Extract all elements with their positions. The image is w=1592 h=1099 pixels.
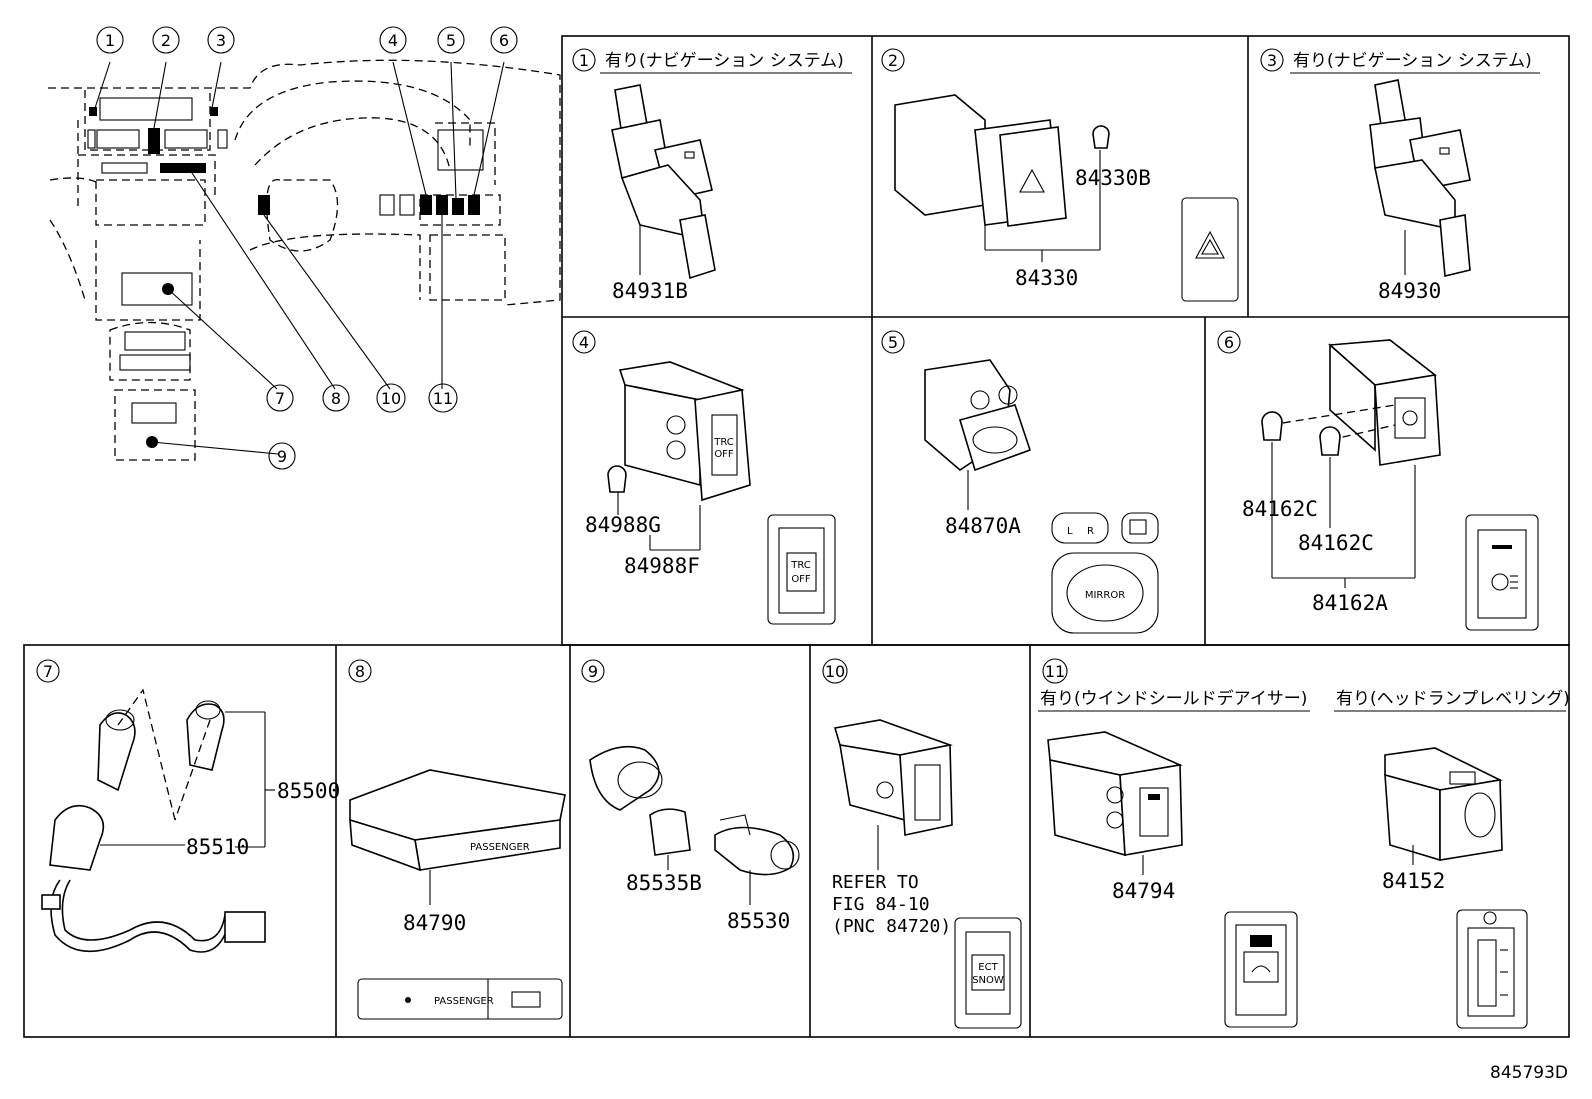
label-text: TRC — [713, 437, 734, 448]
callout-9[interactable]: 9 — [268, 442, 296, 470]
part-number: 85535B — [626, 871, 702, 895]
label-text: MIRROR — [1085, 590, 1125, 601]
panel-number: 4 — [579, 333, 589, 352]
label-text: 1 — [105, 31, 115, 50]
deicer-switch-illustration — [1047, 731, 1183, 857]
refer-note: (PNC 84720) — [832, 916, 951, 937]
panel-number: 11 — [1045, 662, 1065, 681]
callout-5[interactable]: 5 — [437, 26, 465, 54]
label-text: 3 — [216, 31, 226, 50]
part-number: 84790 — [403, 911, 466, 935]
refer-note: FIG 84-10 — [832, 894, 930, 915]
mirror-switch-illustration — [924, 359, 1032, 472]
panel-number: 7 — [43, 662, 53, 681]
part-number: 85530 — [727, 909, 790, 933]
callout-6[interactable]: 6 — [490, 26, 518, 54]
panel-7: 7 85500 85510 — [36, 659, 340, 953]
callout-4[interactable]: 4 — [379, 26, 407, 54]
hazard-switch-illustration — [894, 94, 1110, 227]
label-text: ECT — [978, 962, 998, 973]
label-text: OFF — [791, 574, 811, 585]
panel-2: 2 84330B 84330 — [881, 48, 1239, 302]
dashboard-overview — [48, 59, 561, 461]
panel-number: 9 — [588, 662, 598, 681]
figure-id: 845793D — [1490, 1063, 1568, 1083]
label-text: 2 — [161, 31, 171, 50]
label-text: 9 — [277, 447, 287, 466]
passenger-panel-illustration: PASSENGER — [349, 769, 566, 872]
label-text: 6 — [499, 31, 509, 50]
label-text: PASSENGER — [434, 996, 494, 1007]
callout-1[interactable]: 1 — [96, 26, 124, 54]
ect-switch-illustration — [833, 719, 953, 836]
part-number: 85510 — [186, 835, 249, 859]
part-number: 84330 — [1015, 266, 1078, 290]
part-number: 85500 — [277, 779, 340, 803]
part-number: 84931B — [612, 279, 688, 303]
leveling-switch-illustration — [1384, 747, 1503, 862]
label-text: L — [1067, 526, 1073, 537]
panel-number: 2 — [888, 51, 898, 70]
part-number: 84794 — [1112, 879, 1175, 903]
panel-caption-2: 有り(ヘッドランプレベリング) — [1336, 689, 1570, 709]
part-number: 84162C — [1242, 497, 1318, 521]
label-text: SNOW — [972, 975, 1004, 986]
panel-grid — [23, 35, 1570, 1038]
label-text: 7 — [275, 389, 285, 408]
label-text: TRC — [790, 560, 811, 571]
fog-switch-illustration — [1261, 339, 1441, 466]
panel-3: 3 有り(ナビゲーション システム) 84930 — [1260, 48, 1540, 303]
label-text: 8 — [331, 389, 341, 408]
label-text: R — [1087, 526, 1094, 537]
trc-switch-illustration: TRC OFF — [607, 361, 751, 502]
label-text: 10 — [381, 389, 401, 408]
label-text: 4 — [388, 31, 398, 50]
socket-illustration — [41, 688, 266, 953]
panel-4: 4 TRC OFF 84988G 84988F TRC OFF — [572, 330, 836, 625]
panel-number: 10 — [825, 662, 845, 681]
panel-number: 8 — [355, 662, 365, 681]
panel-number: 1 — [579, 51, 589, 70]
part-number: 84988G — [585, 513, 661, 537]
part-number: 84930 — [1378, 279, 1441, 303]
overview-callouts: 1 2 3 4 5 6 7 8 10 11 9 — [96, 26, 518, 470]
panel-number: 5 — [888, 333, 898, 352]
panel-number: 6 — [1224, 333, 1234, 352]
panel-10: 10 REFER TO FIG 84-10 (PNC 84720) ECT SN… — [822, 658, 1022, 1029]
part-number: 84988F — [624, 554, 700, 578]
part-number: 84152 — [1382, 869, 1445, 893]
panel-8: 8 PASSENGER 84790 PASSENGER — [348, 659, 566, 1020]
panel-9: 9 85535B 85530 — [581, 659, 800, 933]
callout-11[interactable]: 11 — [428, 383, 458, 413]
panel-1: 1 有り(ナビゲーション システム) 84931B — [572, 48, 852, 303]
panel-11: 11 有り(ウインドシールドデアイサー) 有り(ヘッドランプレベリング) 847… — [1038, 658, 1570, 1029]
callout-7[interactable]: 7 — [266, 384, 294, 412]
panel-caption: 有り(ナビゲーション システム) — [605, 51, 844, 71]
label-text: 11 — [433, 389, 453, 408]
part-number: 84870A — [945, 514, 1021, 538]
callout-8[interactable]: 8 — [322, 384, 350, 412]
lighter-socket-illustration — [589, 745, 800, 876]
part-number: 84330B — [1075, 166, 1151, 190]
nav-switch-illustration — [611, 84, 716, 280]
label-text: PASSENGER — [470, 842, 530, 853]
callout-3[interactable]: 3 — [207, 26, 235, 54]
panel-caption: 有り(ウインドシールドデアイサー) — [1040, 688, 1307, 709]
panel-5: 5 84870A L R MIRROR — [881, 330, 1159, 634]
part-number: 84162A — [1312, 591, 1388, 615]
callout-2[interactable]: 2 — [152, 26, 180, 54]
callout-10[interactable]: 10 — [376, 383, 406, 413]
panel-6: 6 84162C 84162C 84162A — [1217, 330, 1539, 631]
label-text: OFF — [714, 449, 734, 460]
refer-note: REFER TO — [832, 872, 919, 893]
panel-number: 3 — [1267, 51, 1277, 70]
part-number: 84162C — [1298, 531, 1374, 555]
label-text: 5 — [446, 31, 456, 50]
nav-switch-illustration — [1369, 79, 1471, 277]
panel-caption: 有り(ナビゲーション システム) — [1293, 51, 1532, 71]
